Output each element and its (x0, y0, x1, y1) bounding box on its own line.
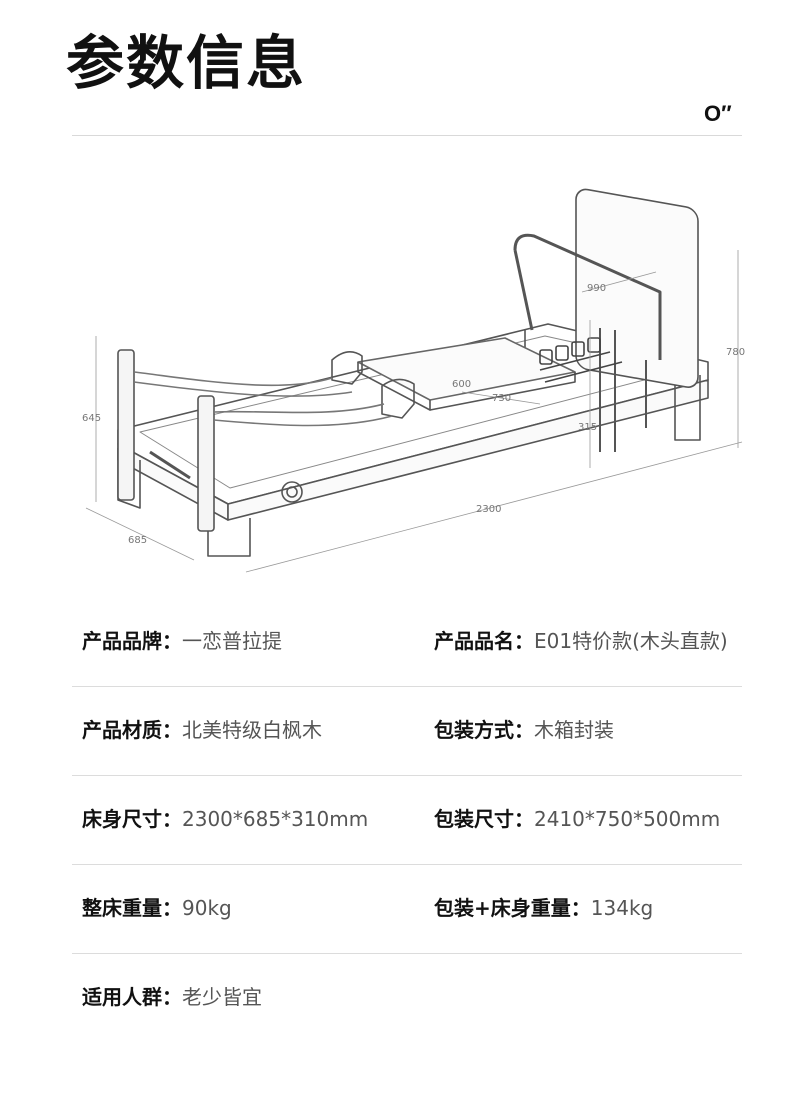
page-title: 参数信息 (66, 29, 307, 97)
dimension-label-tower-width: 990 (587, 283, 606, 294)
spec-value: E01特价款(木头直款) (534, 629, 728, 653)
spec-label: 床身尺寸： (82, 807, 182, 831)
spec-label: 产品品牌： (82, 629, 182, 653)
dimension-label-carriage-length: 600 (452, 379, 471, 390)
spec-label: 包装方式： (434, 718, 534, 742)
spec-value: 木箱封装 (534, 718, 614, 742)
spec-row: 产品品牌：一恋普拉提 产品品名：E01特价款(木头直款) (72, 598, 742, 687)
spec-value: 一恋普拉提 (182, 629, 282, 653)
spec-value: 134kg (590, 896, 654, 920)
spec-label: 包装尺寸： (434, 807, 534, 831)
brand-logo: O″ (704, 101, 732, 126)
spec-item-total-weight: 包装+床身重量：134kg (434, 895, 653, 921)
springs (539, 337, 623, 383)
shoulder-block (331, 351, 363, 385)
dimension-label-height-tower: 780 (726, 347, 745, 358)
spec-row: 整床重量：90kg 包装+床身重量：134kg (72, 865, 742, 954)
spec-item-brand: 产品品牌：一恋普拉提 (82, 628, 282, 654)
tower-board (575, 188, 699, 388)
reformer-line-drawing: 645 685 2300 780 990 600 730 315 (82, 188, 745, 573)
spec-label: 产品品名： (434, 629, 534, 653)
spec-item-package-size: 包装尺寸：2410*750*500mm (434, 806, 720, 832)
spec-label: 整床重量： (82, 896, 182, 920)
dimension-label-carriage-height: 315 (578, 422, 597, 433)
frame-leg (207, 510, 251, 557)
header-divider (72, 135, 742, 136)
dimension-label-carriage-mid: 730 (492, 393, 511, 404)
spec-value: 2410*750*500mm (534, 807, 721, 831)
spec-value: 北美特级白枫木 (182, 718, 322, 742)
tower-bar (513, 233, 662, 360)
spec-row: 适用人群：老少皆宜 (72, 954, 742, 1042)
spec-item-bed-size: 床身尺寸：2300*685*310mm (82, 806, 368, 832)
spec-row: 床身尺寸：2300*685*310mm 包装尺寸：2410*750*500mm (72, 776, 742, 865)
spec-table: 产品品牌：一恋普拉提 产品品名：E01特价款(木头直款) 产品材质：北美特级白枫… (72, 598, 742, 1042)
spec-item-audience: 适用人群：老少皆宜 (82, 984, 262, 1010)
spec-item-packaging: 包装方式：木箱封装 (434, 717, 614, 743)
spec-label: 包装+床身重量： (434, 896, 591, 920)
spec-item-product-name: 产品品名：E01特价款(木头直款) (434, 628, 728, 654)
spec-value: 90kg (182, 896, 232, 920)
footbar-post (117, 349, 135, 501)
dimension-label-width: 685 (128, 535, 147, 546)
spec-label: 适用人群： (82, 985, 182, 1009)
spec-value: 2300*685*310mm (182, 807, 369, 831)
spec-item-material: 产品材质：北美特级白枫木 (82, 717, 322, 743)
spec-item-bed-weight: 整床重量：90kg (82, 895, 232, 921)
dimension-label-height-footbar: 645 (82, 413, 101, 424)
spec-value: 老少皆宜 (182, 985, 262, 1009)
frame-badge (281, 481, 303, 503)
dimension-label-overall-length: 2300 (476, 504, 501, 515)
spec-label: 产品材质： (82, 718, 182, 742)
spec-row: 产品材质：北美特级白枫木 包装方式：木箱封装 (72, 687, 742, 776)
